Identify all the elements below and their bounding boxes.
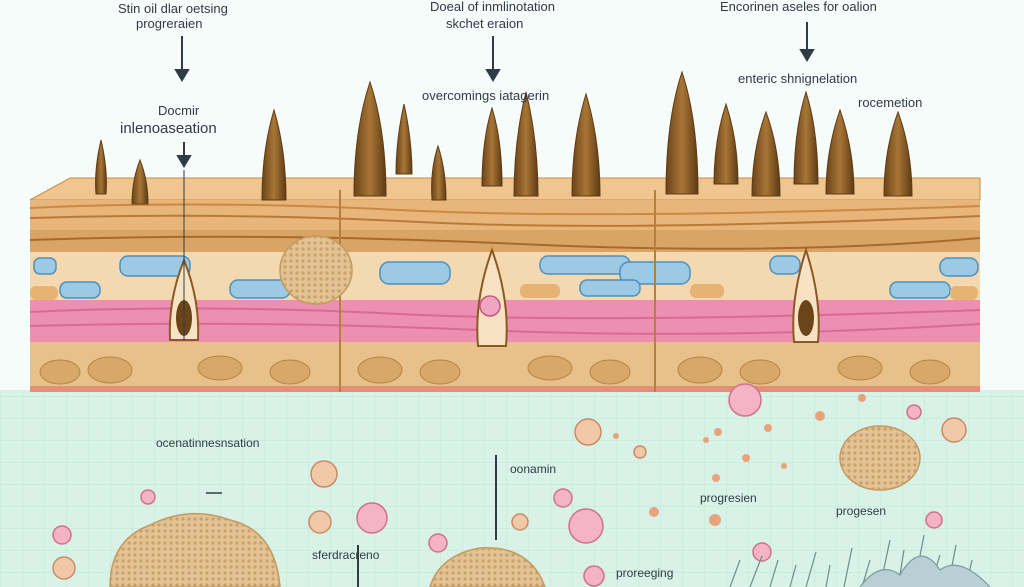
label-top-left-2: progreraien [136,16,203,31]
label-rocemetion: rocemetion [858,95,923,110]
cell-clusters [109,235,921,587]
label-oonamin: oonamin [510,462,557,476]
label-dermal-2: inlenoaseation [120,120,217,137]
label-top-right: Encorinen aseles for oalion [720,0,877,14]
label-progresien: progresien [700,491,757,505]
floating-cells [52,383,967,587]
label-top-mid-2: skchet eraion [446,16,524,31]
label-ocenatin: ocenatinnesnsation [156,436,260,450]
texture-strokes [729,534,991,587]
skin-block [29,177,981,392]
label-progesen: progesen [836,504,887,518]
label-proreeging: proreeging [616,566,674,580]
label-sferdracreno: sferdracreno [312,548,380,562]
hair-shafts [95,70,913,205]
label-top-mid-1: Doeal of inmlinotation [430,0,556,14]
hypodermis-layer [30,342,980,392]
label-top-left-1: Stin oil dlar oetsing [118,1,228,16]
label-enteric: enteric shnignelation [738,71,858,86]
label-dermal-1: Docmir [158,103,200,118]
annotation-arrows [174,22,815,587]
label-overcomings: overcomings iatagerin [422,88,550,103]
